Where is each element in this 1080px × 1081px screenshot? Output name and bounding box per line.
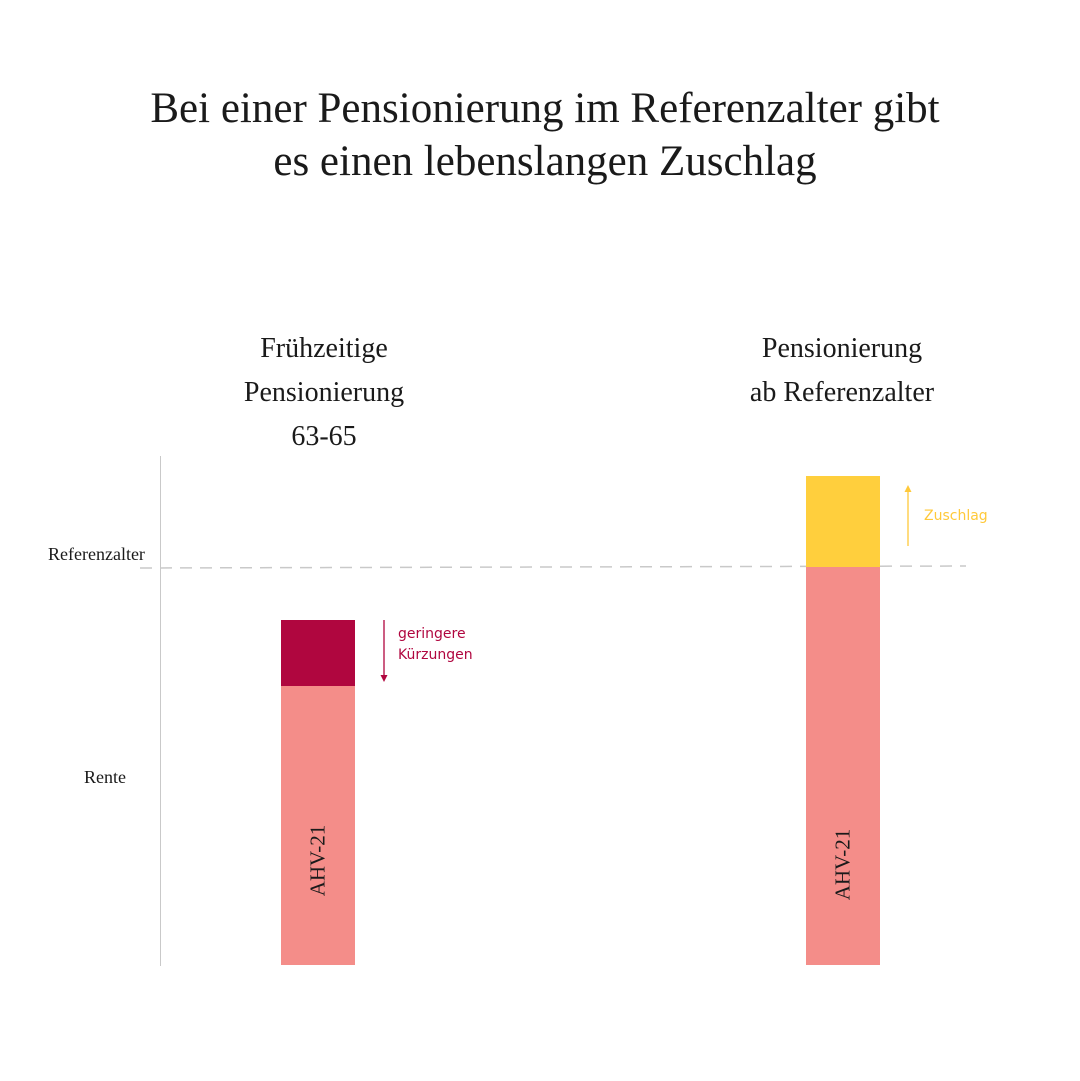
bar-early-ahv21: [281, 686, 355, 965]
supplement-annotation: Zuschlag: [924, 508, 988, 524]
column-heading-left-line-2: Pensionierung: [243, 377, 405, 408]
pension-label: Rente: [84, 767, 126, 787]
bar-reference-label-text: AHV-21: [830, 828, 855, 900]
arrow-down-icon: [380, 620, 388, 682]
title-line-2: es einen lebenslangen Zuschlag: [273, 138, 817, 185]
y-axis-line: [160, 456, 161, 966]
column-heading-reference-retirement: Pensionierung ab Referenzalter: [702, 327, 982, 415]
bar-early-label-text: AHV-21: [305, 824, 330, 896]
column-heading-right-line-1: Pensionierung: [761, 333, 923, 364]
column-heading-left-line-1: Frühzeitige: [260, 333, 388, 364]
page-title: Bei einer Pensionierung im Referenzalter…: [0, 82, 1080, 188]
reference-age-label: Referenzalter: [48, 544, 145, 564]
reduction-annotation-line-1: geringere: [398, 626, 466, 642]
column-heading-right-line-2: ab Referenzalter: [749, 377, 935, 408]
bar-reference-label: AHV-21: [806, 804, 880, 924]
column-heading-left-line-3: 63-65: [291, 421, 357, 452]
bar-early-label: AHV-21: [281, 800, 355, 920]
title-line-1: Bei einer Pensionierung im Referenzalter…: [150, 85, 940, 132]
reduction-annotation-line-2: Kürzungen: [398, 647, 473, 663]
bar-early-reduction: [281, 620, 355, 686]
column-heading-early-retirement: Frühzeitige Pensionierung 63-65: [184, 327, 464, 459]
arrow-up-icon: [904, 485, 912, 546]
reduction-annotation: geringere Kürzungen: [398, 624, 473, 666]
bar-reference-ahv21: [806, 567, 880, 965]
bar-reference-supplement: [806, 476, 880, 567]
